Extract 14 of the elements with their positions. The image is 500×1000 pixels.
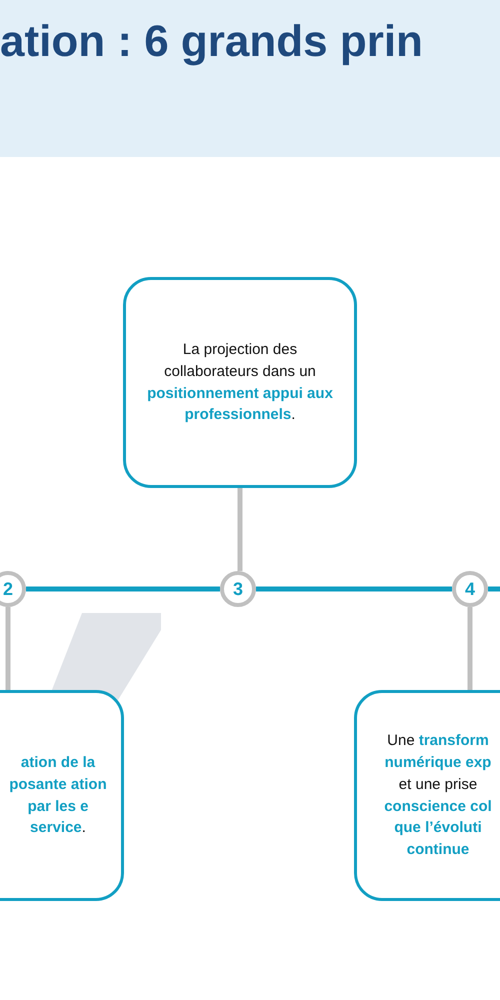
card-text: La projection des collaborateurs dans un positionnement appui aux professionnels. — [146, 340, 334, 426]
step-number: 4 — [452, 571, 488, 607]
connector-line — [488, 586, 500, 592]
connector-line — [238, 488, 242, 571]
card-text: Une transform numérique exp et une prise conscience col que l’évoluti continue — [383, 731, 493, 860]
connector-line — [26, 586, 220, 592]
connector-line — [6, 607, 10, 690]
connector-line — [468, 607, 472, 690]
step-number: 3 — [220, 571, 256, 607]
slide-title: ation : 6 grands prin — [0, 16, 423, 68]
text-card — [123, 277, 357, 488]
card-text: ation de la posante ation par les e service. — [8, 753, 108, 838]
connector-line — [256, 586, 452, 592]
step-number: 2 — [0, 571, 26, 607]
